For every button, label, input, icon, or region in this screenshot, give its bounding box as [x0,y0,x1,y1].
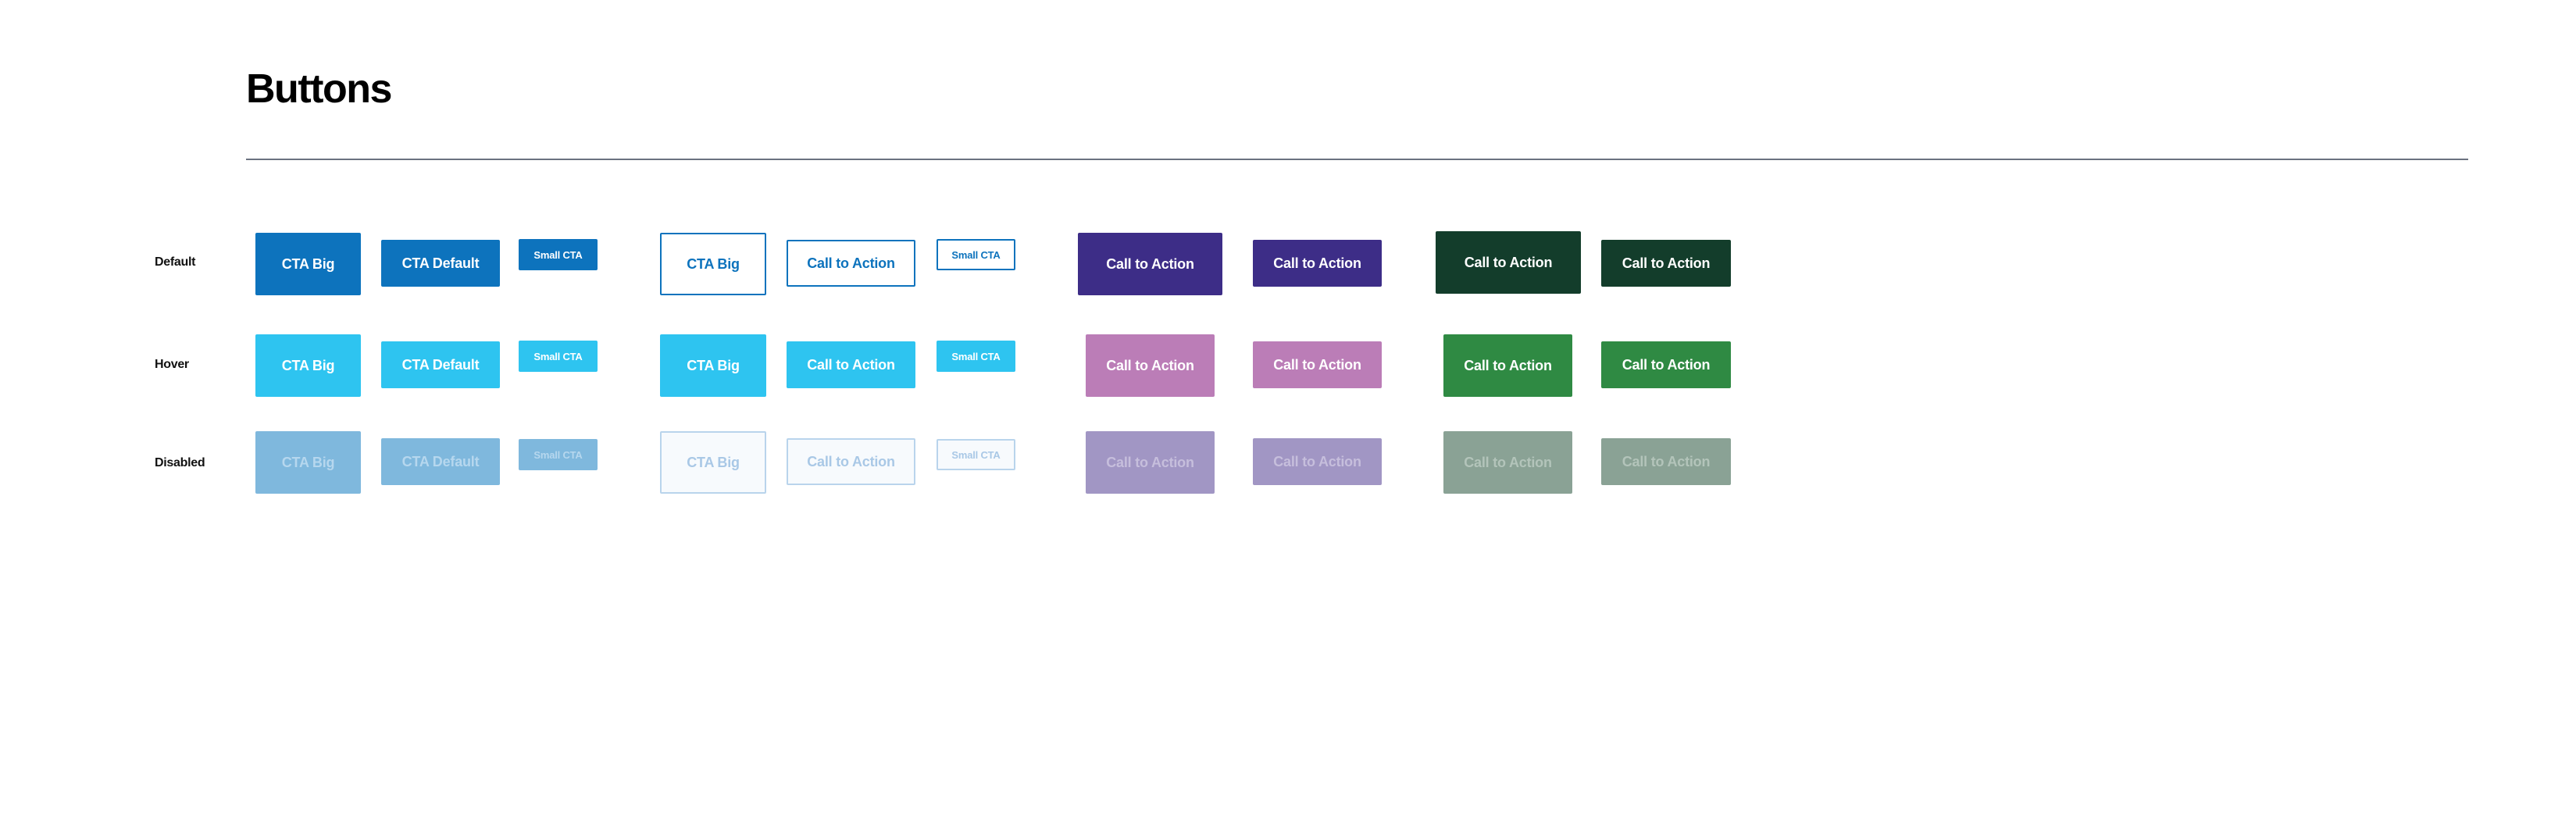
row-label-disabled: Disabled [155,456,205,469]
purple-call-to-action-big-disabled-button[interactable]: Call to Action [1086,431,1215,494]
cta-big-disabled-button[interactable]: CTA Big [255,431,361,494]
small-cta-disabled-button[interactable]: Small CTA [519,439,598,470]
small-cta-default-button[interactable]: Small CTA [519,239,598,270]
outline-call-to-action-hover-button[interactable]: Call to Action [787,341,915,388]
purple-call-to-action-big-default-button[interactable]: Call to Action [1078,233,1222,295]
cta-default-disabled-button[interactable]: CTA Default [381,438,500,485]
small-cta-hover-button[interactable]: Small CTA [519,341,598,372]
green-call-to-action-default-button[interactable]: Call to Action [1601,240,1731,287]
outline-call-to-action-disabled-button[interactable]: Call to Action [787,438,915,485]
outline-cta-big-hover-button[interactable]: CTA Big [660,334,766,397]
purple-call-to-action-big-hover-button[interactable]: Call to Action [1086,334,1215,397]
cta-big-hover-button[interactable]: CTA Big [255,334,361,397]
cta-default-default-button[interactable]: CTA Default [381,240,500,287]
cta-default-hover-button[interactable]: CTA Default [381,341,500,388]
green-call-to-action-big-hover-button[interactable]: Call to Action [1443,334,1572,397]
outline-call-to-action-default-button[interactable]: Call to Action [787,240,915,287]
row-label-hover: Hover [155,358,189,371]
title-divider [246,159,2468,160]
purple-call-to-action-default-button[interactable]: Call to Action [1253,240,1382,287]
outline-small-cta-default-button[interactable]: Small CTA [937,239,1015,270]
page-title: Buttons [246,66,392,112]
purple-call-to-action-hover-button[interactable]: Call to Action [1253,341,1382,388]
outline-small-cta-hover-button[interactable]: Small CTA [937,341,1015,372]
green-call-to-action-big-default-button[interactable]: Call to Action [1436,231,1581,294]
outline-small-cta-disabled-button[interactable]: Small CTA [937,439,1015,470]
green-call-to-action-big-disabled-button[interactable]: Call to Action [1443,431,1572,494]
purple-call-to-action-disabled-button[interactable]: Call to Action [1253,438,1382,485]
green-call-to-action-disabled-button[interactable]: Call to Action [1601,438,1731,485]
green-call-to-action-hover-button[interactable]: Call to Action [1601,341,1731,388]
outline-cta-big-disabled-button[interactable]: CTA Big [660,431,766,494]
cta-big-default-button[interactable]: CTA Big [255,233,361,295]
outline-cta-big-default-button[interactable]: CTA Big [660,233,766,295]
row-label-default: Default [155,255,196,269]
